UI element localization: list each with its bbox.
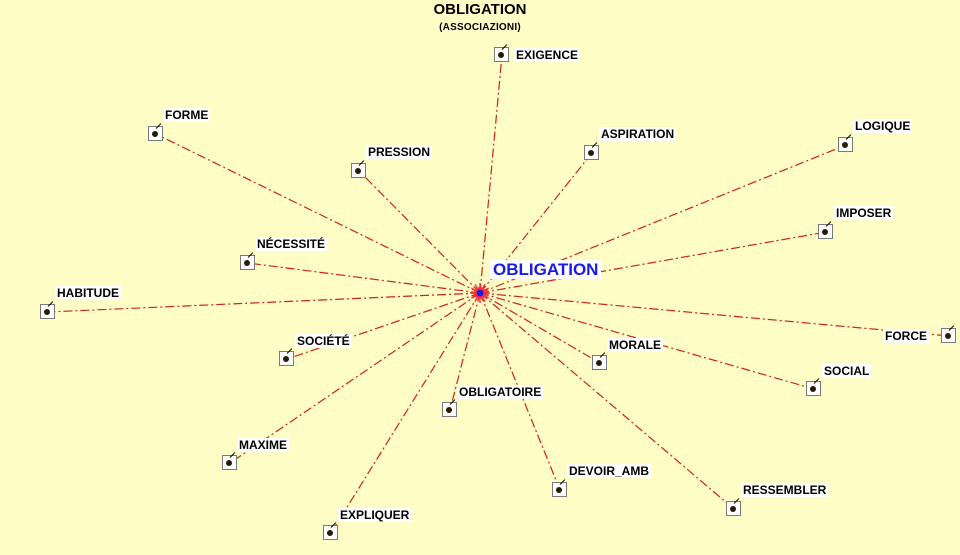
node-box-devoir-amb[interactable] bbox=[552, 479, 567, 497]
edge-maxime bbox=[229, 292, 481, 464]
node-label-expliquer[interactable]: EXPLIQUER bbox=[338, 508, 412, 522]
node-label-exigence[interactable]: EXIGENCE bbox=[514, 48, 581, 62]
node-box-force[interactable] bbox=[941, 325, 956, 343]
node-box-pression[interactable] bbox=[351, 160, 366, 178]
node-box-logique[interactable] bbox=[838, 134, 853, 152]
node-label-logique[interactable]: LOGIQUE bbox=[853, 119, 913, 133]
center-label[interactable]: OBLIGATION bbox=[490, 260, 602, 279]
node-box-ressembler[interactable] bbox=[726, 498, 741, 516]
center-burst-icon bbox=[470, 283, 490, 303]
node-box-social[interactable] bbox=[806, 378, 821, 396]
node-box-necessite[interactable] bbox=[240, 252, 255, 270]
node-box-habitude[interactable] bbox=[40, 301, 55, 319]
node-label-ressembler[interactable]: RESSEMBLER bbox=[741, 483, 829, 497]
diagram-subtitle: (ASSOCIAZIONI) bbox=[439, 22, 521, 33]
edge-necessite bbox=[247, 262, 481, 294]
edge-imposer bbox=[479, 231, 827, 294]
diagram-title: OBLIGATION bbox=[433, 1, 527, 18]
edge-obligatoire bbox=[449, 292, 481, 411]
edge-morale bbox=[479, 292, 601, 364]
node-box-expliquer[interactable] bbox=[323, 522, 338, 540]
node-label-societe[interactable]: SOCIÉTÉ bbox=[295, 334, 352, 348]
node-label-forme[interactable]: FORME bbox=[163, 108, 211, 122]
node-label-imposer[interactable]: IMPOSER bbox=[834, 206, 894, 220]
edge-exigence bbox=[479, 54, 503, 294]
center-dot[interactable] bbox=[476, 289, 484, 297]
node-label-necessite[interactable]: NÉCESSITÉ bbox=[255, 237, 328, 251]
node-label-obligatoire[interactable]: OBLIGATOIRE bbox=[457, 385, 544, 399]
node-label-aspiration[interactable]: ASPIRATION bbox=[599, 127, 677, 141]
node-label-devoir-amb[interactable]: DEVOIR_AMB bbox=[567, 464, 652, 478]
node-label-pression[interactable]: PRESSION bbox=[366, 145, 433, 159]
node-label-force[interactable]: FORCE bbox=[883, 329, 929, 343]
node-label-habitude[interactable]: HABITUDE bbox=[55, 286, 121, 300]
node-box-aspiration[interactable] bbox=[584, 142, 599, 160]
edge-ressembler bbox=[479, 292, 735, 510]
node-label-morale[interactable]: MORALE bbox=[607, 338, 663, 352]
node-label-maxime[interactable]: MAXIME bbox=[237, 438, 289, 452]
edge-logique bbox=[479, 144, 847, 294]
node-box-maxime[interactable] bbox=[222, 452, 237, 470]
node-box-morale[interactable] bbox=[592, 352, 607, 370]
node-label-social[interactable]: SOCIAL bbox=[822, 364, 872, 378]
node-box-imposer[interactable] bbox=[818, 221, 833, 239]
edge-pression bbox=[358, 170, 481, 294]
edge-societe bbox=[286, 292, 481, 360]
edge-habitude bbox=[47, 292, 481, 313]
edge-force bbox=[479, 292, 950, 337]
node-box-obligatoire[interactable] bbox=[442, 399, 457, 417]
node-box-exigence[interactable] bbox=[494, 44, 509, 62]
edge-expliquer bbox=[330, 292, 481, 534]
node-box-societe[interactable] bbox=[279, 348, 294, 366]
node-box-forme[interactable] bbox=[148, 123, 163, 141]
